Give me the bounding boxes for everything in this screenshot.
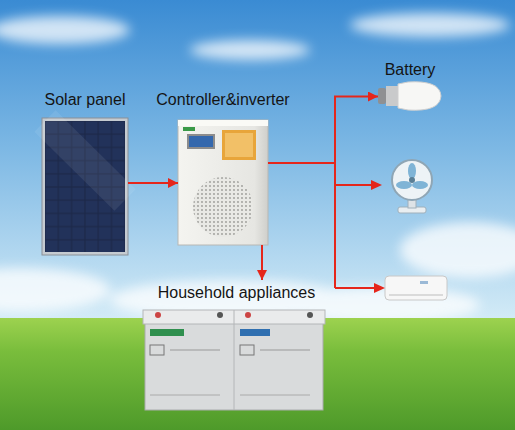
branch-arrowheads <box>371 180 385 293</box>
clouds <box>400 222 515 278</box>
battery-picture <box>240 345 254 355</box>
node-label: Solar panel <box>45 90 126 109</box>
branch-arrowheads <box>371 180 382 190</box>
air-conditioner-picture <box>420 281 428 284</box>
battery-picture <box>155 312 161 318</box>
battery-picture <box>234 310 235 410</box>
clouds <box>0 268 110 312</box>
clouds <box>0 13 515 323</box>
battery-picture <box>150 395 220 396</box>
controller-node: Controller&inverter <box>178 120 268 245</box>
clouds <box>350 13 510 37</box>
air-conditioner-picture <box>385 276 447 300</box>
controller-inverter-picture <box>183 127 195 131</box>
node-label: Battery <box>385 60 436 79</box>
battery-picture <box>240 395 310 396</box>
fan-picture <box>396 181 412 189</box>
controller-inverter-picture <box>225 133 253 157</box>
fan-picture <box>412 181 428 189</box>
solar-panel-picture <box>45 121 125 200</box>
branch-wires <box>335 184 372 186</box>
solar-panel-picture <box>45 121 125 252</box>
flow-arrow <box>128 182 178 184</box>
battery-picture <box>150 345 164 355</box>
node-label: Controller&inverter <box>156 90 289 109</box>
controller-inverter-picture <box>222 130 256 160</box>
branch-wires <box>335 287 376 289</box>
battery-picture <box>307 312 313 318</box>
controller-inverter-picture <box>187 134 215 149</box>
controller-inverter-picture <box>189 136 213 147</box>
heading-block: Household appliances <box>138 280 335 302</box>
heading-block: Battery <box>385 60 436 79</box>
light-bulb-picture <box>378 88 386 104</box>
solar-panel-picture <box>42 118 128 255</box>
battery-picture <box>143 310 325 410</box>
clouds <box>190 40 310 60</box>
fan-picture <box>392 160 432 200</box>
battery-picture <box>245 312 251 318</box>
controller-inverter-picture <box>193 177 253 237</box>
air-conditioner-picture <box>389 295 443 296</box>
battery-node: Household appliances <box>138 280 335 412</box>
air-conditioner-picture <box>385 276 447 300</box>
node-label: Household appliances <box>138 283 335 302</box>
fan-picture <box>408 163 416 179</box>
battery-picture <box>150 329 184 336</box>
branch-arrowheads <box>374 283 385 293</box>
solar-panel-node: Solar panel <box>42 118 128 255</box>
branch-wires <box>335 163 376 288</box>
controller-inverter-picture <box>178 120 268 126</box>
battery-picture <box>260 350 310 351</box>
fan-picture <box>409 177 415 183</box>
clouds <box>0 16 130 44</box>
fan-picture <box>392 160 432 213</box>
light-bulb-picture <box>378 82 441 110</box>
controller-inverter-picture <box>178 120 268 245</box>
solar-panel-picture <box>42 118 128 255</box>
branch-wires <box>334 163 336 288</box>
controller-inverter-picture <box>178 120 268 245</box>
flow-arrow <box>261 245 263 280</box>
light-bulb-picture <box>398 82 441 110</box>
heading-block: Controller&inverter <box>156 90 289 109</box>
battery-picture <box>217 312 223 318</box>
bulb-node: Battery <box>378 81 442 112</box>
battery-picture <box>240 329 270 336</box>
grass-ground <box>0 318 515 430</box>
battery-picture <box>170 350 220 351</box>
light-bulb-picture <box>386 86 398 106</box>
heading-block: Solar panel <box>45 90 126 109</box>
